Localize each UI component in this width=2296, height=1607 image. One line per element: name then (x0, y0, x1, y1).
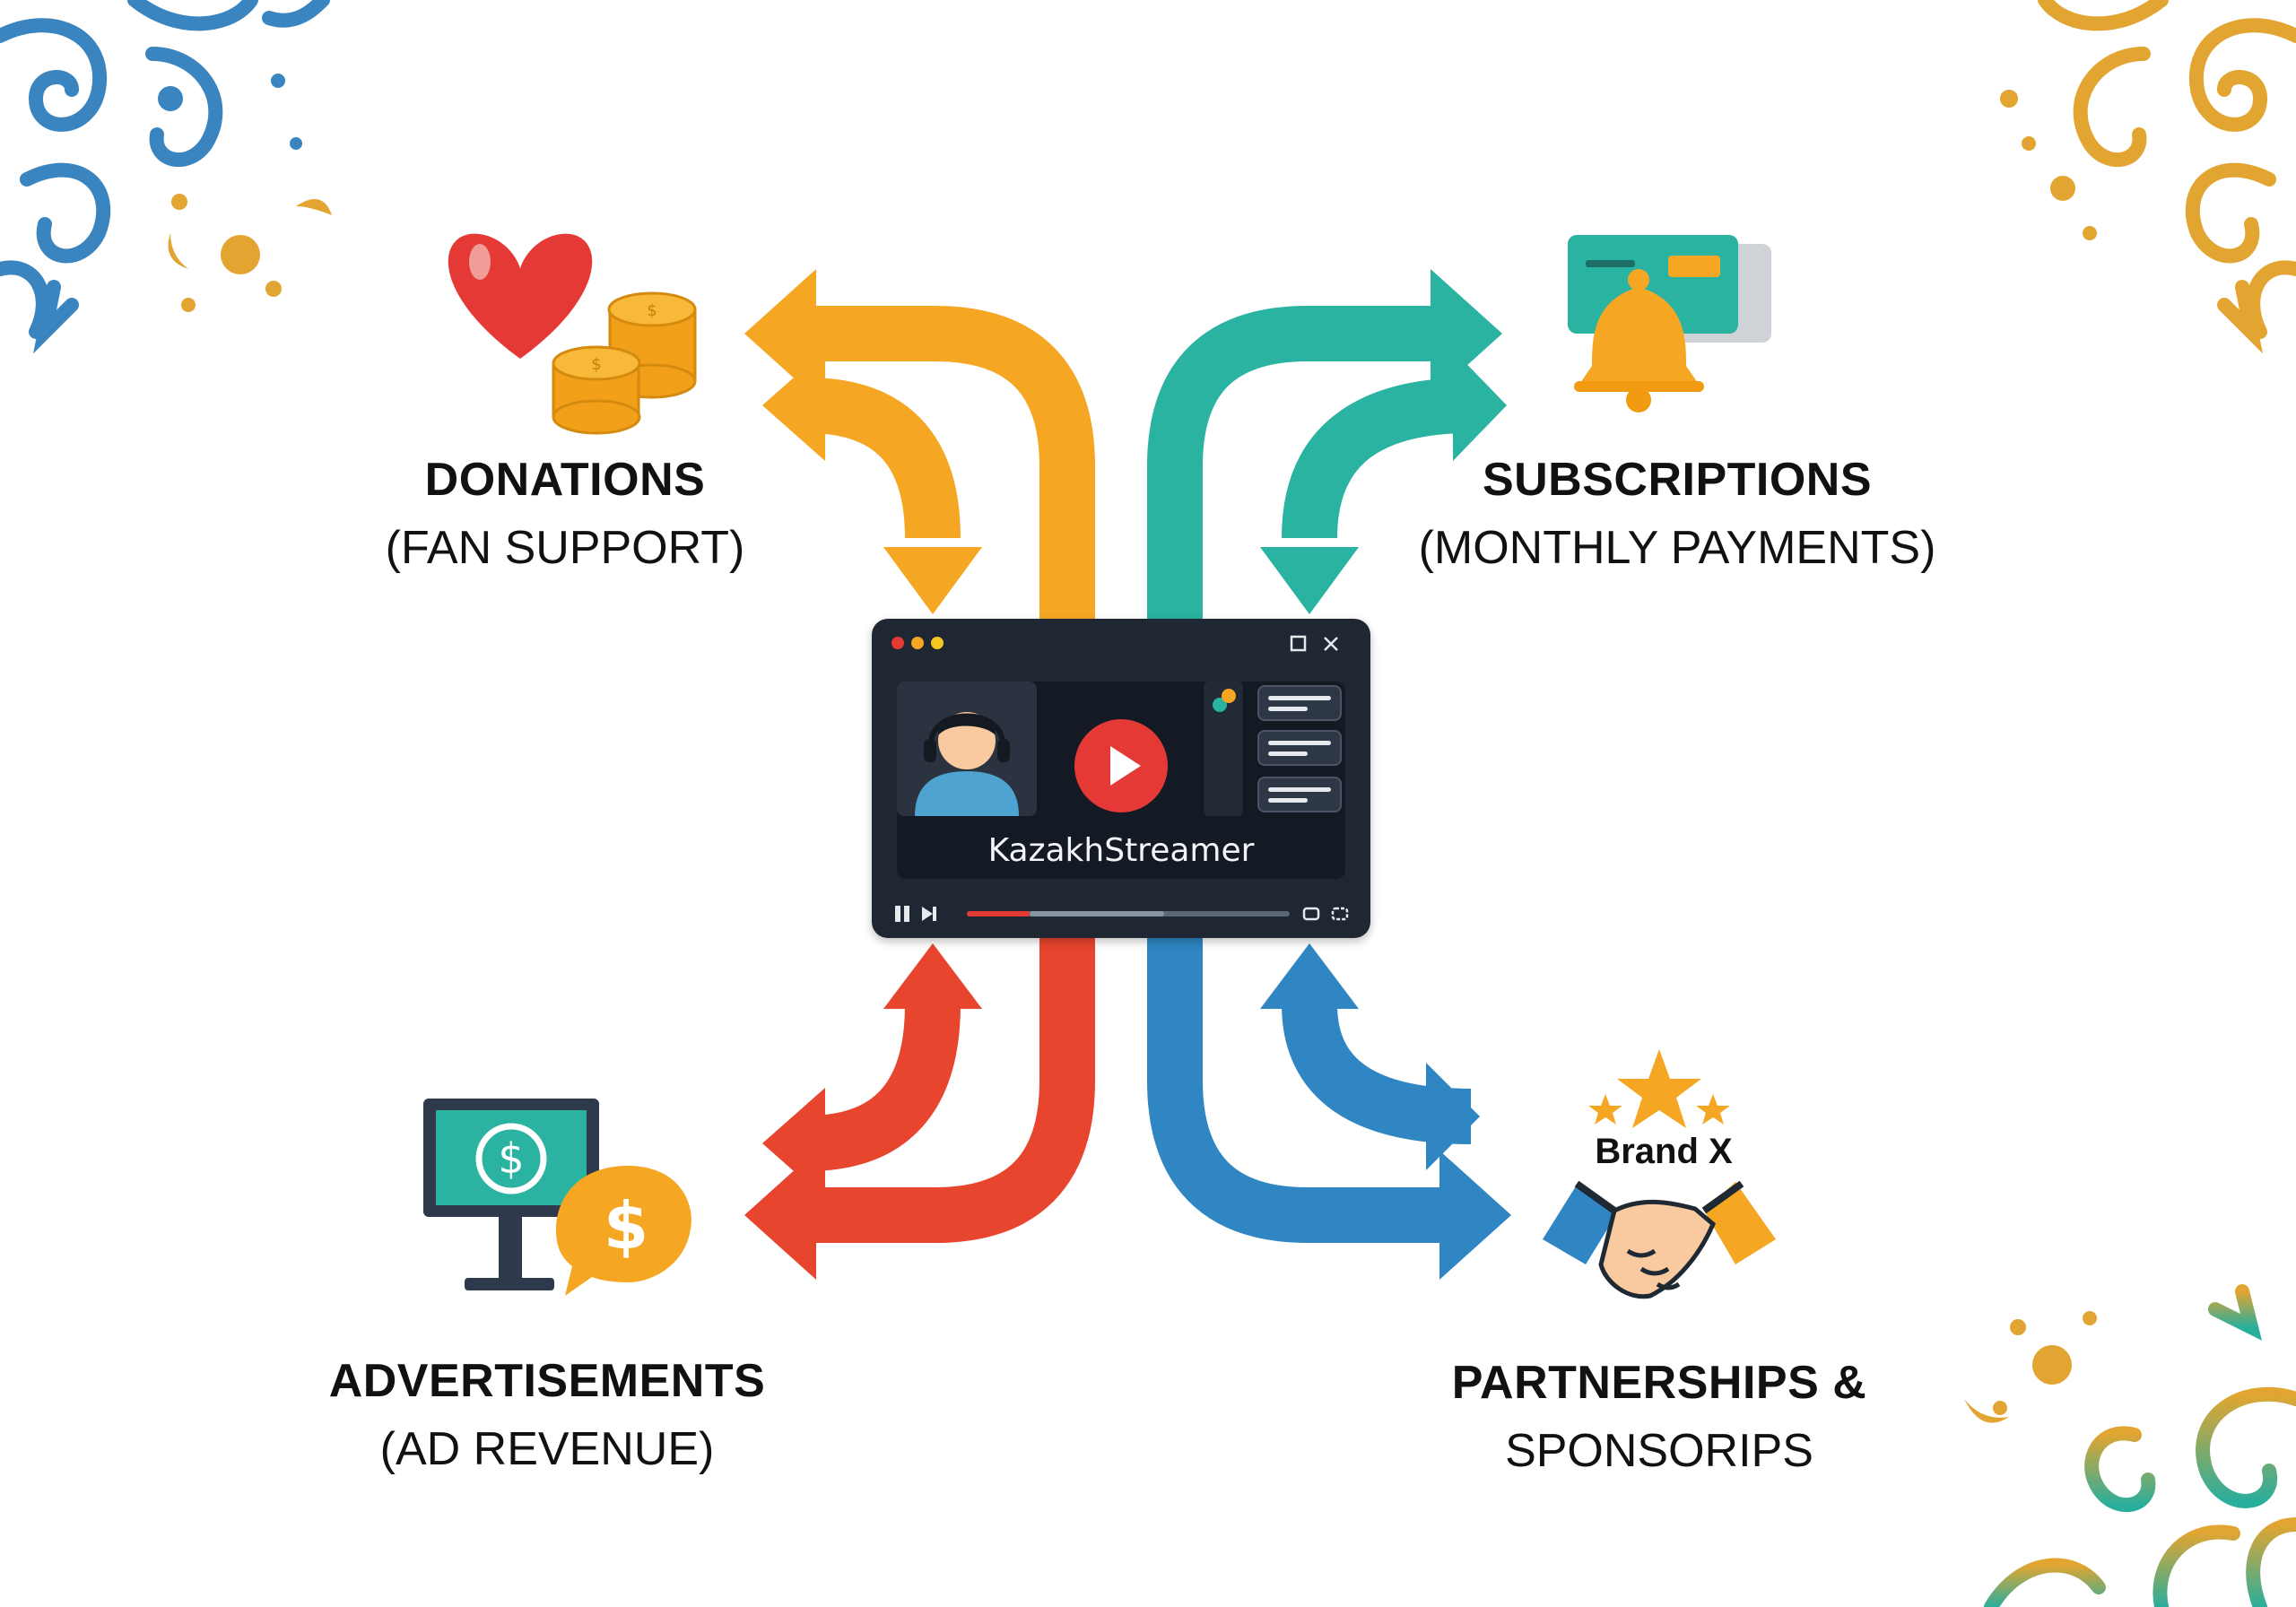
chat-message-2 (1257, 730, 1342, 766)
subscriptions-label: SUBSCRIPTIONS (MONTHLY PAYMENTS) (1399, 453, 1955, 575)
donations-inflow-arrow (806, 378, 961, 539)
ornament-bottom-right-icon (1984, 1284, 2296, 1607)
subscriptions-title: SUBSCRIPTIONS (1482, 454, 1873, 506)
window-dot-yellow-icon[interactable] (931, 637, 944, 649)
close-icon[interactable] (1322, 635, 1340, 653)
buffer-fill (1030, 911, 1164, 916)
ornament-top-right-gold-dots-icon (2000, 90, 2097, 240)
svg-text:$: $ (604, 1188, 648, 1264)
chat-message-3 (1257, 777, 1342, 812)
streamer-avatar-icon (915, 712, 1019, 816)
donations-subtitle: (FAN SUPPORT) (385, 522, 745, 574)
svg-text:$: $ (647, 301, 657, 320)
donations-label: DONATIONS (FAN SUPPORT) (377, 453, 753, 575)
brand-x-label: Brand X (1595, 1132, 1733, 1171)
monitor-dollar-icon: $ (423, 1099, 599, 1290)
ornament-top-left-gold-icon (168, 194, 332, 312)
advertisements-outflow-arrow (807, 938, 1095, 1243)
handshake-icon (1543, 1180, 1776, 1299)
maximize-icon[interactable] (1290, 635, 1308, 653)
subscriptions-inflow-arrow (1282, 378, 1472, 539)
pause-icon[interactable] (891, 904, 940, 922)
advertisements-subtitle: (AD REVENUE) (379, 1423, 715, 1475)
ornament-top-right-icon (2038, 0, 2296, 354)
video-screen[interactable] (897, 682, 1345, 879)
chat-message-1 (1257, 685, 1342, 721)
svg-text:$: $ (498, 1134, 524, 1183)
subscriptions-subtitle: (MONTHLY PAYMENTS) (1418, 522, 1936, 574)
partnerships-subtitle: SPONSORIPS (1505, 1425, 1813, 1477)
player-title-bar (872, 619, 1370, 667)
advertisements-title: ADVERTISEMENTS (328, 1355, 766, 1407)
donations-title: DONATIONS (424, 454, 706, 506)
window-dot-red-icon[interactable] (891, 637, 904, 649)
partnerships-title: PARTNERSHIPS & (1451, 1357, 1867, 1409)
window-dot-orange-icon[interactable] (911, 637, 924, 649)
progress-fill (967, 911, 1030, 916)
stream-player-window: KazakhStreamer (872, 619, 1370, 938)
subscriptions-outflow-arrow (1147, 306, 1439, 619)
heart-icon (448, 233, 593, 359)
coins-icon: $ $ (552, 291, 697, 435)
chat-reaction-icon (1213, 689, 1236, 712)
stars-icon (1588, 1049, 1730, 1128)
streamer-name: KazakhStreamer (987, 832, 1255, 869)
chat-sidebar (1204, 682, 1243, 816)
svg-text:$: $ (591, 355, 601, 374)
donations-outflow-arrow (807, 306, 1095, 619)
advertisements-label: ADVERTISEMENTS (AD REVENUE) (318, 1354, 776, 1476)
bell-icon (1574, 269, 1704, 413)
partnerships-label: PARTNERSHIPS & SPONSORIPS (1426, 1356, 1892, 1478)
partnerships-outflow-arrow (1147, 938, 1439, 1243)
settings-controls-icon[interactable] (1300, 904, 1354, 922)
progress-track[interactable] (967, 911, 1290, 916)
advertisements-inflow-arrow (806, 1003, 961, 1171)
webcam-panel (897, 682, 1037, 816)
dollar-bubble-icon: $ (556, 1166, 691, 1296)
ornament-bottom-right-dots-icon (1964, 1311, 2097, 1423)
ornament-top-left-icon (0, 0, 330, 354)
play-button[interactable] (1074, 719, 1168, 812)
